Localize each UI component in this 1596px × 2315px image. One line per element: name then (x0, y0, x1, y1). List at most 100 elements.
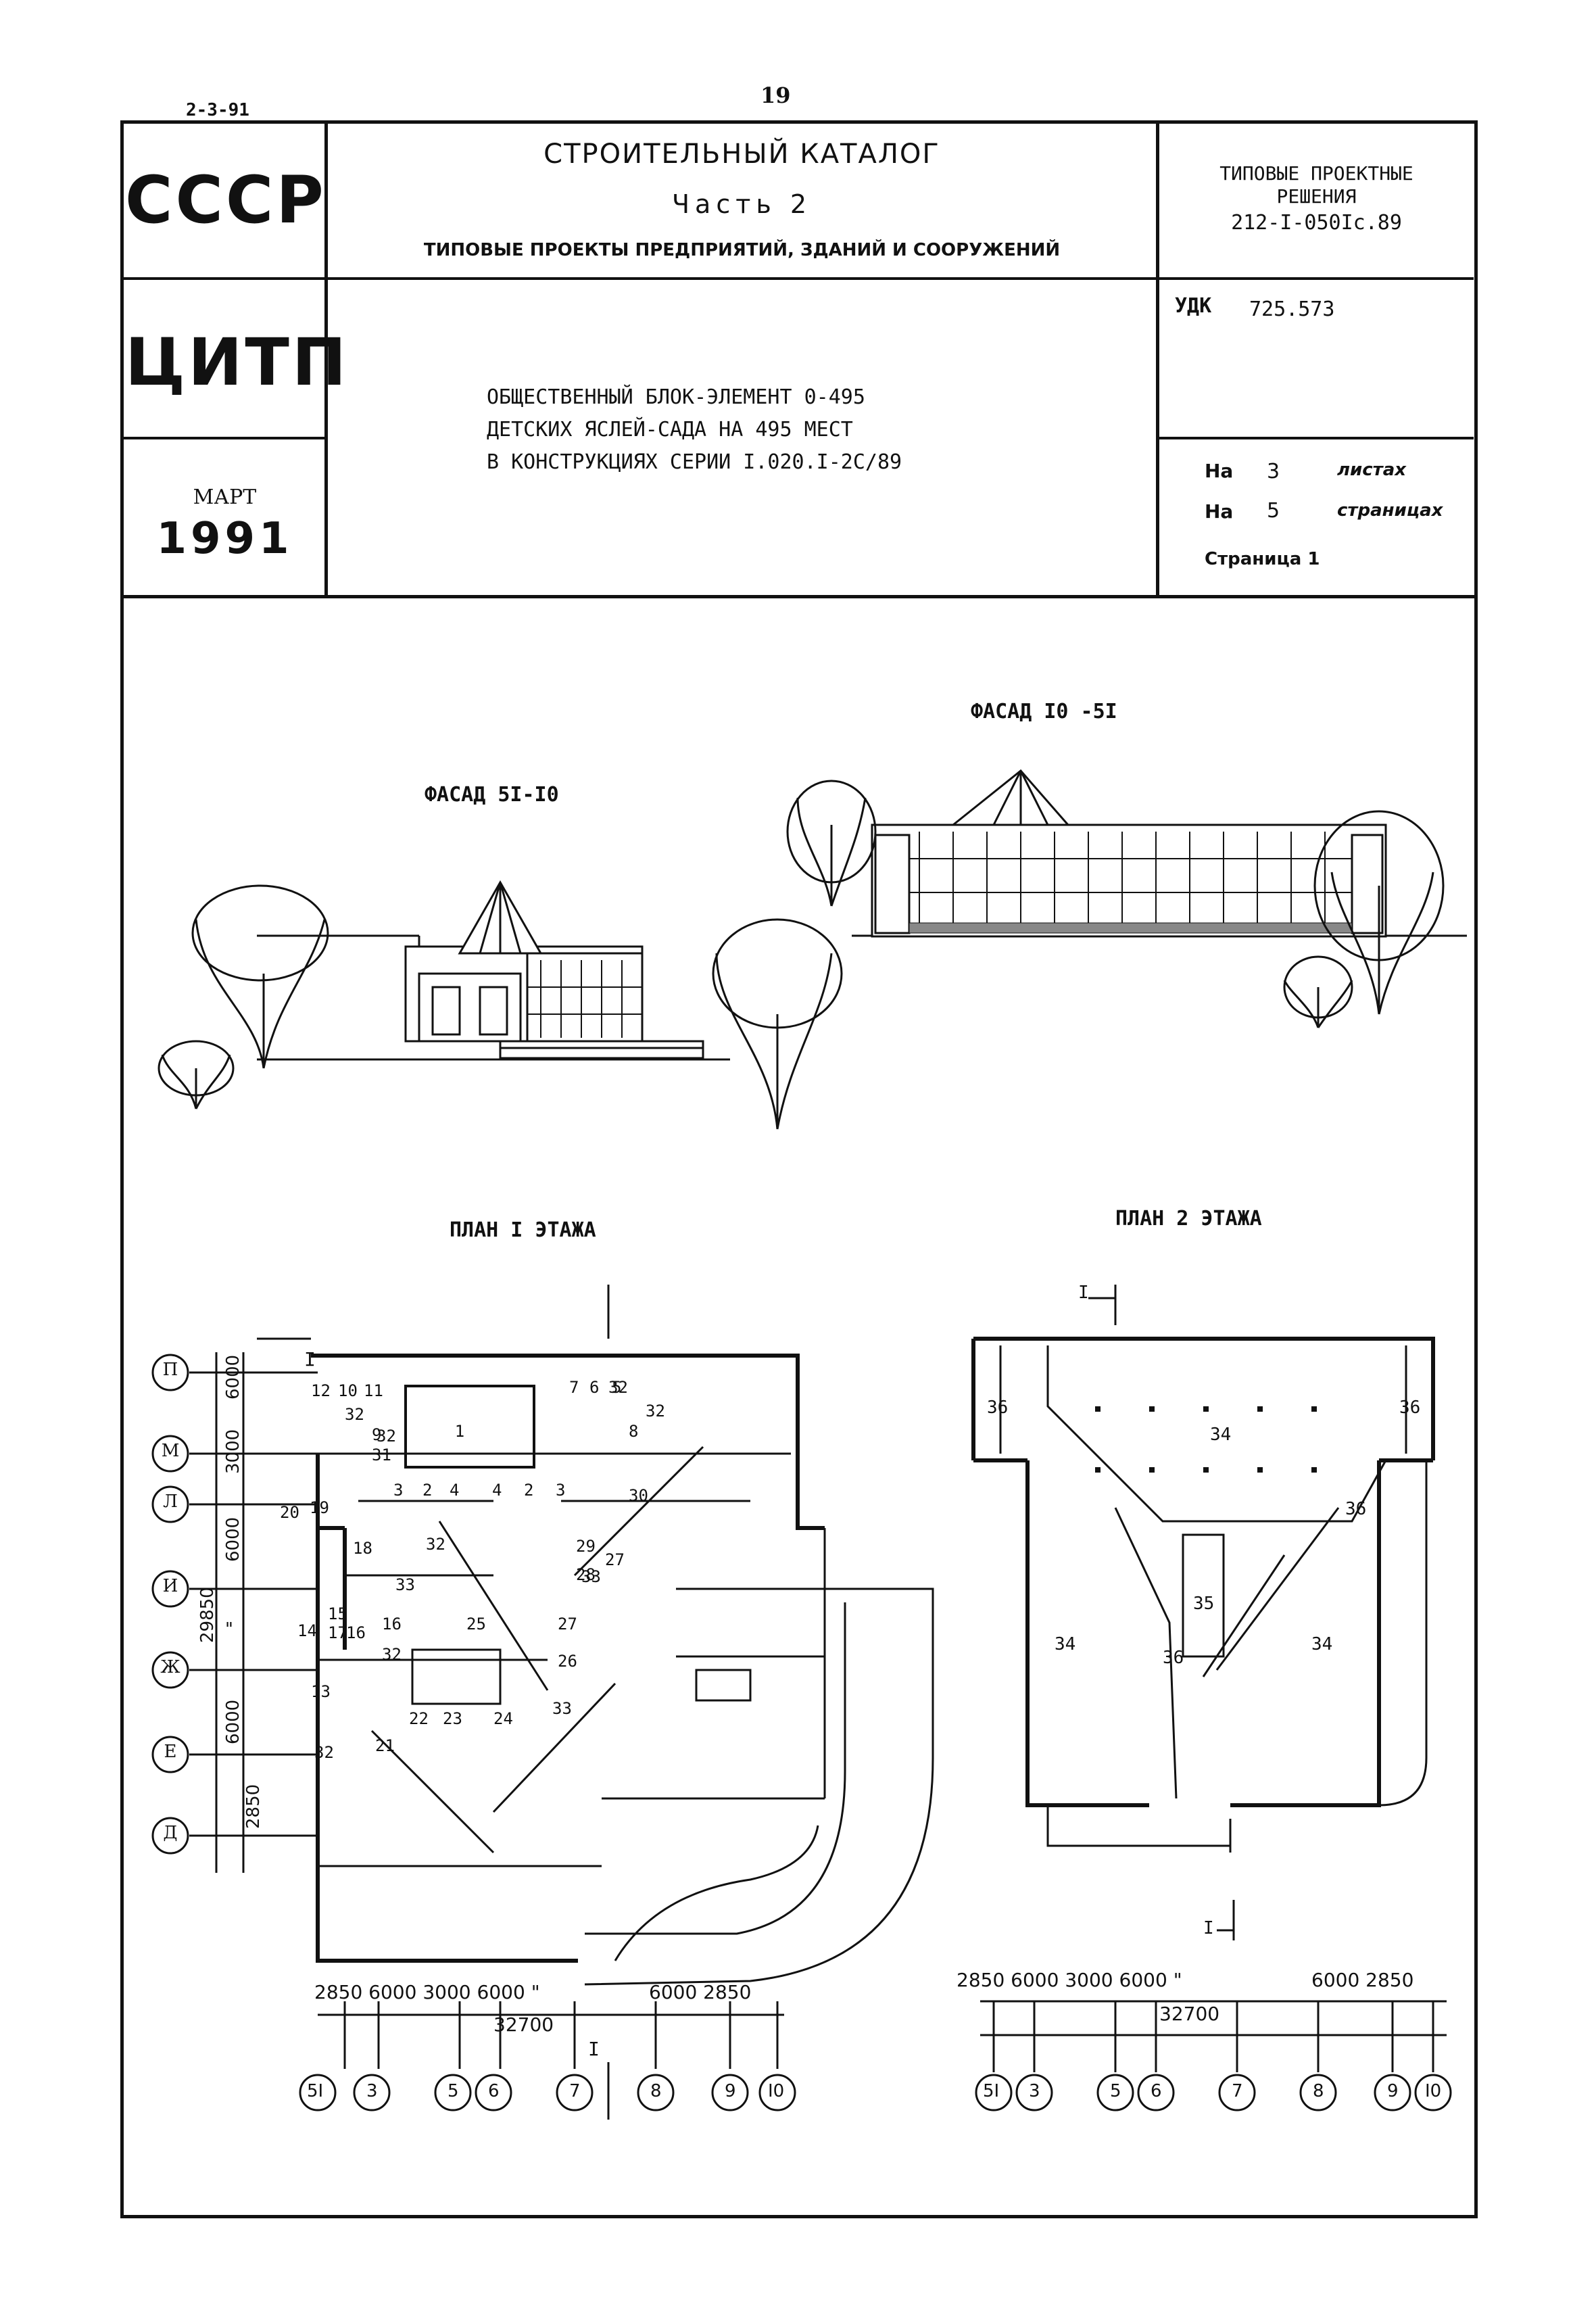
col-dim-2: 6000 (368, 1981, 417, 2003)
row-dim-1: 6000 (223, 1354, 243, 1400)
sheets-prefix: На (1205, 460, 1234, 482)
col-dim-1: 2850 (314, 1981, 363, 2003)
svg-text:10: 10 (338, 1381, 358, 1400)
col-axis-5: 5 (448, 2081, 459, 2101)
plan2-title: ПЛАН 2 ЭТАЖА (1115, 1207, 1262, 1231)
svg-text:34: 34 (1311, 1634, 1332, 1654)
svg-text:16: 16 (382, 1615, 402, 1633)
plan2-col-axis-7: 7 (1232, 2081, 1243, 2101)
svg-text:8: 8 (629, 1422, 638, 1441)
svg-text:6: 6 (589, 1378, 599, 1397)
svg-text:32: 32 (314, 1743, 334, 1762)
svg-text:35: 35 (1193, 1594, 1214, 1614)
svg-text:14: 14 (297, 1621, 317, 1640)
col-axis-8: 8 (650, 2081, 662, 2101)
svg-text:36: 36 (1345, 1499, 1366, 1519)
col-axis-6: 6 (488, 2081, 500, 2101)
svg-text:19: 19 (310, 1498, 329, 1517)
row-axis-Zh: Ж (160, 1657, 180, 1677)
svg-text:27: 27 (605, 1550, 625, 1569)
row-dim-2: 3000 (223, 1429, 243, 1474)
svg-text:13: 13 (311, 1682, 331, 1701)
pages-prefix: На (1205, 500, 1234, 523)
svg-text:32: 32 (345, 1405, 364, 1424)
page-label: Страница 1 (1205, 549, 1320, 569)
svg-text:22: 22 (409, 1709, 429, 1728)
svg-text:33: 33 (581, 1567, 601, 1586)
row-axis-E: Е (164, 1742, 177, 1762)
plan2-col-axis-3: 3 (1029, 2081, 1040, 2101)
svg-text:4: 4 (450, 1481, 459, 1500)
svg-text:33: 33 (395, 1575, 415, 1594)
plan1-column-axes (299, 2001, 796, 2111)
plan2-drawing: 34 34 34 35 36 36 36 36 I I (971, 1285, 1435, 1940)
col-axis-I0: I0 (768, 2081, 785, 2101)
row-dim-ditto: " (225, 1619, 233, 1640)
svg-text:I: I (304, 1348, 316, 1370)
plan2-col-dim-2: 6000 (1011, 1969, 1059, 1991)
plan2-col-dim-1: 2850 (957, 1969, 1005, 1991)
plan1-total-dim: 32700 (493, 2013, 554, 2036)
plan2-col-dims: 2850 6000 3000 6000 " (957, 1969, 1182, 1991)
svg-text:I: I (1078, 1285, 1089, 1303)
svg-text:2: 2 (422, 1481, 432, 1500)
svg-text:31: 31 (372, 1446, 391, 1464)
svg-text:32: 32 (646, 1402, 665, 1421)
facade-right-title: ФАСАД I0 -5I (971, 700, 1117, 723)
sheets-count: 3 (1267, 460, 1280, 483)
svg-text:3: 3 (393, 1481, 403, 1500)
svg-text:2: 2 (524, 1481, 533, 1500)
svg-text:29: 29 (576, 1537, 596, 1556)
page-frame (120, 120, 1478, 2218)
plan2-total-dim: 32700 (1159, 2003, 1220, 2025)
plan2-col-axis-8: 8 (1313, 2081, 1324, 2101)
udk-label: УДК (1175, 294, 1212, 318)
svg-text:27: 27 (558, 1615, 577, 1633)
svg-text:21: 21 (375, 1736, 395, 1755)
plan2-col-dim-5: 6000 (1311, 1969, 1360, 1991)
svg-text:34: 34 (1055, 1634, 1075, 1654)
plan2-col-axis-5I: 5I (983, 2081, 1000, 2101)
col-dim-6: 2850 (703, 1981, 752, 2003)
plan1-col-dims: 2850 6000 3000 6000 " (314, 1981, 540, 2003)
svg-text:11: 11 (364, 1381, 383, 1400)
svg-text:12: 12 (311, 1381, 331, 1400)
svg-text:24: 24 (493, 1709, 513, 1728)
plan1-title: ПЛАН I ЭТАЖА (450, 1218, 596, 1242)
col-dim-3: 3000 (422, 1981, 471, 2003)
description-line-2: ДЕТСКИХ ЯСЛЕЙ-САДА НА 495 МЕСТ (487, 418, 853, 441)
svg-text:18: 18 (353, 1539, 372, 1558)
svg-text:36: 36 (987, 1398, 1008, 1418)
plan2-col-axis-9: 9 (1387, 2081, 1399, 2101)
plan1-col-dims-right: 6000 2850 (649, 1981, 751, 2003)
plan2-col-dim-6: 2850 (1365, 1969, 1414, 1991)
col-axis-3: 3 (366, 2081, 378, 2101)
org-sssr: СССР (125, 162, 327, 238)
top-left-code: 2-3-91 (186, 100, 249, 120)
plan2-col-labels: 5I 3 5 6 7 8 9 I0 (973, 2081, 1460, 2108)
svg-text:26: 26 (558, 1652, 577, 1671)
udk-value: 725.573 (1249, 297, 1335, 321)
plan2-column-axes (975, 2000, 1452, 2111)
svg-text:1: 1 (455, 1422, 464, 1441)
svg-text:28: 28 (576, 1565, 596, 1584)
project-code: 212-I-050Iс.89 (1231, 211, 1402, 235)
col-dim-ditto: " (531, 1981, 540, 2003)
svg-text:I: I (1203, 1918, 1214, 1938)
catalog-title: СТРОИТЕЛЬНЫЙ КАТАЛОГ (543, 139, 940, 170)
row-dim-6: 2850 (243, 1784, 264, 1829)
solutions-line-2: РЕШЕНИЯ (1276, 185, 1357, 208)
pages-count: 5 (1267, 499, 1280, 523)
svg-text:30: 30 (629, 1486, 648, 1505)
org-citp: ЦИТП (125, 325, 349, 400)
row-axis-I: И (162, 1576, 178, 1596)
catalog-part: Часть 2 (671, 189, 813, 219)
plan2-col-axis-5: 5 (1110, 2081, 1121, 2101)
svg-text:16: 16 (346, 1623, 366, 1642)
plan2-col-axis-6: 6 (1151, 2081, 1162, 2101)
facade-drawing (158, 769, 1467, 1130)
svg-text:3: 3 (556, 1481, 565, 1500)
col-axis-9: 9 (725, 2081, 736, 2101)
plan2-col-dims-right: 6000 2850 (1311, 1969, 1413, 1991)
